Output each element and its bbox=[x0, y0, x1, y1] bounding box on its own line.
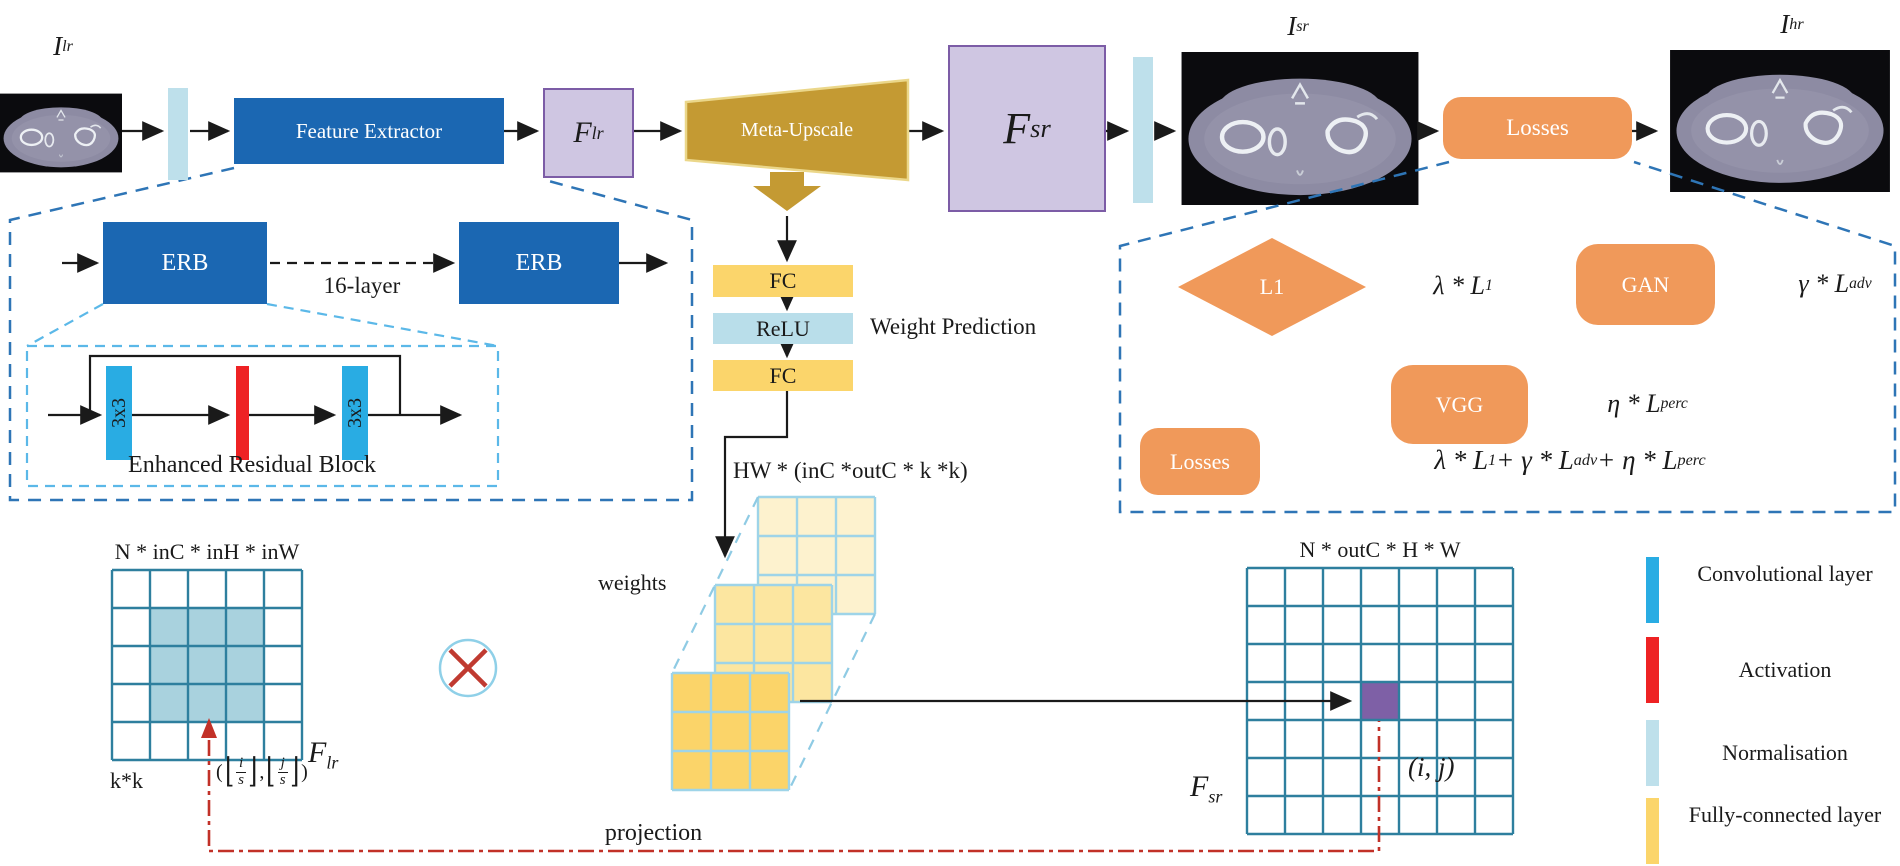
losses-detail-box bbox=[1118, 160, 1897, 514]
input-tensor-shape-label: N * inC * inH * inW bbox=[114, 539, 300, 564]
losses-node: Losses bbox=[1140, 428, 1260, 495]
fc2-bar: FC bbox=[713, 360, 853, 391]
fsr-grid-target-cell bbox=[1361, 682, 1399, 720]
kernel-size-label: k*k bbox=[110, 768, 143, 793]
erb-inner-flow bbox=[48, 354, 463, 425]
flr-grid-receptive-field bbox=[150, 608, 264, 722]
erb2-block: ERB bbox=[459, 222, 619, 304]
weight-prediction-label: Weight Prediction bbox=[870, 314, 1037, 339]
ct-image-ilr bbox=[0, 92, 122, 174]
legend-swatch-activation bbox=[1646, 637, 1659, 703]
feature-extractor-detail-box bbox=[8, 166, 694, 502]
vgg-node: VGG bbox=[1391, 365, 1528, 444]
legend-swatch-fully-connected bbox=[1646, 798, 1659, 864]
normalisation-bar-input bbox=[168, 88, 188, 180]
feature-extractor-block: Feature Extractor bbox=[234, 98, 504, 164]
legend-swatch-normalisation bbox=[1646, 720, 1659, 786]
meta-upscale-label: Meta-Upscale bbox=[740, 118, 854, 141]
conv3x3-bar-1: 3x3 bbox=[106, 366, 132, 460]
projection-label: projection bbox=[604, 819, 703, 846]
sixteen-layer-label: 16-layer bbox=[323, 273, 401, 298]
meta-upscale-trapezoid bbox=[684, 78, 910, 182]
erb-caption: Enhanced Residual Block bbox=[128, 451, 376, 478]
legend-label-convolutional: Convolutional layer bbox=[1697, 561, 1873, 586]
multiply-icon bbox=[438, 638, 498, 698]
l1-diamond bbox=[1178, 238, 1366, 336]
l1-node-label: L1 bbox=[1259, 274, 1285, 299]
weights-shape-label: HW * (inC *outC * k *k) bbox=[733, 458, 968, 483]
fsr-grid-label: Fsr bbox=[1190, 770, 1223, 807]
losses-block: Losses bbox=[1443, 97, 1632, 159]
legend-label-activation: Activation bbox=[1738, 657, 1832, 682]
projection-path bbox=[201, 718, 1381, 853]
normalisation-bar-output bbox=[1133, 57, 1153, 203]
weights-label: weights bbox=[598, 570, 667, 595]
legend-label-normalisation: Normalisation bbox=[1722, 740, 1848, 765]
legend-swatch-convolutional bbox=[1646, 557, 1659, 623]
erb-zoom-lines bbox=[26, 302, 499, 348]
relu-bar: ReLU bbox=[713, 313, 853, 344]
weight-prediction-arrows bbox=[715, 216, 797, 559]
gan-node: GAN bbox=[1576, 244, 1715, 325]
meta-upscale-output-arrow bbox=[753, 172, 821, 211]
flr-grid bbox=[110, 568, 304, 762]
fc1-bar: FC bbox=[713, 265, 853, 297]
flr-grid-label: Flr bbox=[308, 736, 339, 773]
output-tensor-shape-label: N * outC * H * W bbox=[1299, 537, 1461, 562]
conv3x3-bar-2: 3x3 bbox=[342, 366, 368, 460]
legend-label-fully-connected: Fully-connected layer bbox=[1688, 802, 1882, 827]
weights-stack bbox=[670, 495, 877, 792]
sr-coordinate-label: (i, j) bbox=[1408, 752, 1455, 782]
ct-image-ihr bbox=[1670, 50, 1890, 192]
activation-bar bbox=[236, 366, 249, 460]
ct-image-isr bbox=[1182, 52, 1419, 205]
erb1-block: ERB bbox=[103, 222, 267, 304]
